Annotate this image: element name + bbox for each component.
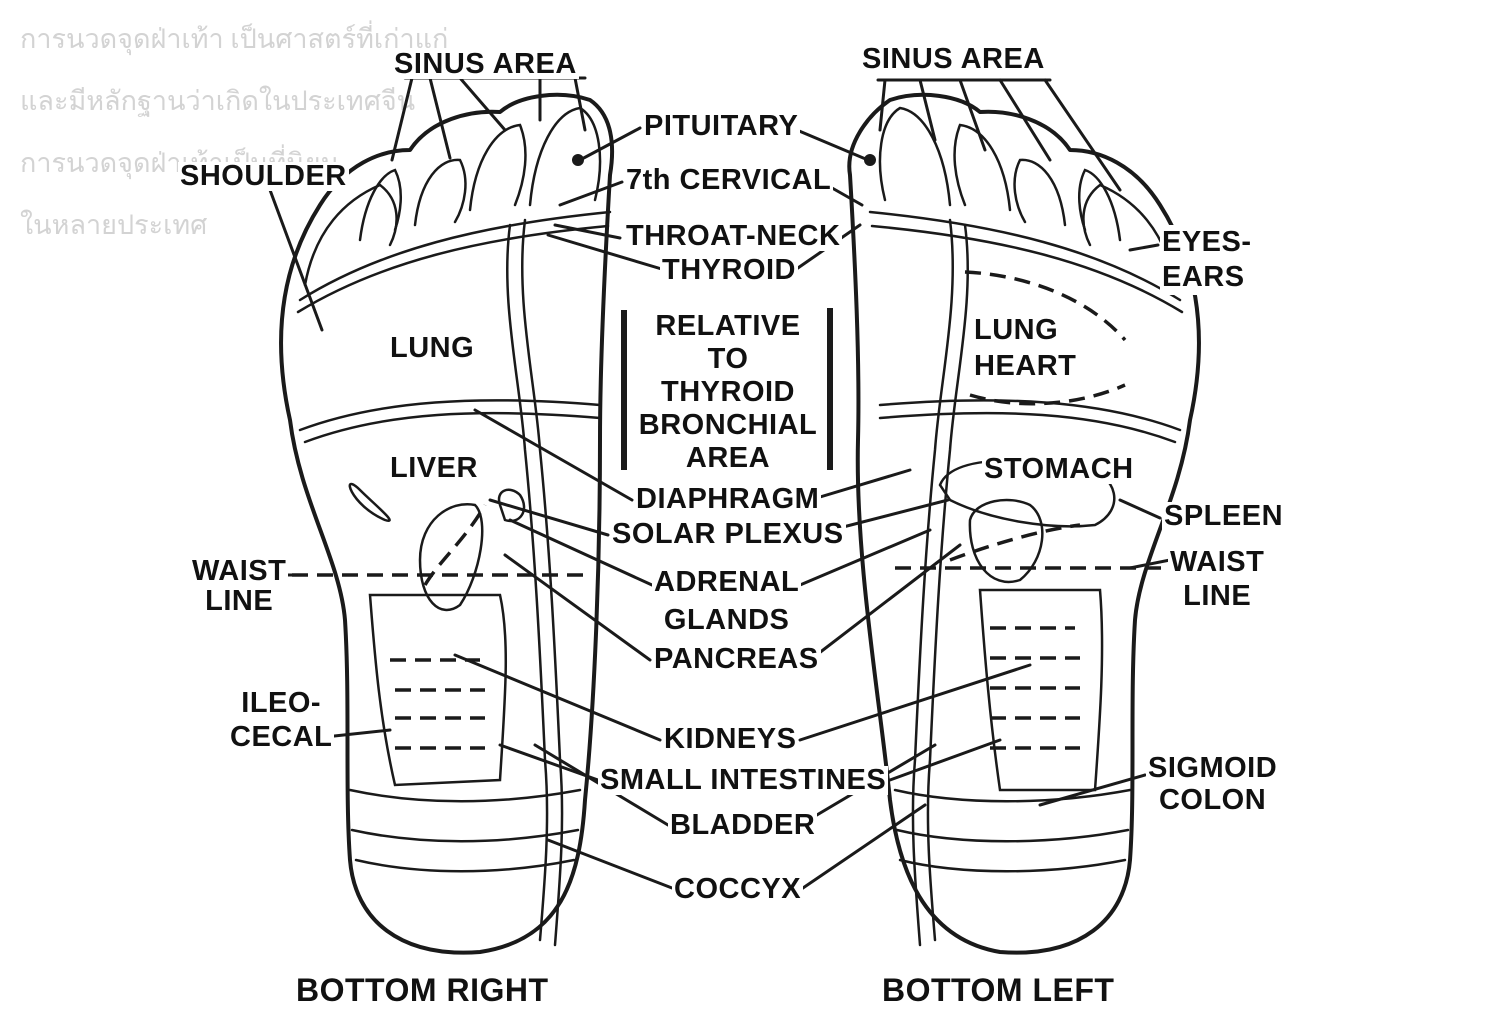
label-lung-heart: LUNG HEART: [972, 312, 1078, 384]
label-relative-line: RELATIVE: [638, 310, 818, 343]
label-colon-line: COLON: [1148, 784, 1277, 816]
label-7th-cervical: 7th CERVICAL: [624, 166, 833, 195]
label-sigmoid-line: SIGMOID: [1148, 752, 1277, 784]
label-waist-line: WAIST: [192, 556, 286, 586]
label-pituitary: PITUITARY: [642, 112, 800, 141]
label-cecal-line: CECAL: [230, 720, 332, 754]
label-eyes-line: EYES-: [1162, 225, 1252, 260]
label-spleen: SPLEEN: [1162, 502, 1285, 531]
label-diaphragm: DIAPHRAGM: [634, 485, 821, 514]
label-liver: LIVER: [388, 454, 480, 483]
label-adrenal-line: ADRENAL: [654, 563, 799, 601]
caption-bottom-right: BOTTOM RIGHT: [294, 974, 551, 1006]
label-small-intestines: SMALL INTESTINES: [598, 766, 888, 795]
label-relative-line: AREA: [638, 442, 818, 475]
label-sinus-area-left: SINUS AREA: [860, 45, 1047, 74]
label-relative-line: THYROID: [638, 376, 818, 409]
left-foot: [849, 95, 1199, 953]
label-relative-to-thyroid: RELATIVE TO THYROID BRONCHIAL AREA: [636, 310, 820, 475]
label-waist-line: LINE: [1170, 579, 1264, 613]
label-adrenal-glands: ADRENAL GLANDS: [652, 563, 801, 639]
label-glands-line: GLANDS: [654, 601, 799, 639]
label-eyes-ears: EYES- EARS: [1160, 225, 1254, 295]
label-sigmoid-colon: SIGMOID COLON: [1146, 752, 1279, 816]
label-pancreas: PANCREAS: [652, 645, 821, 674]
label-lung-right: LUNG: [388, 334, 476, 363]
label-waist-line: WAIST: [1170, 545, 1264, 579]
label-waist-line-right: WAIST LINE: [190, 556, 288, 616]
label-waist-line: LINE: [192, 586, 286, 616]
label-throat-neck: THROAT-NECK: [624, 222, 842, 251]
label-thyroid: THYROID: [660, 256, 798, 285]
right-foot: [281, 95, 612, 953]
label-relative-line: TO: [638, 343, 818, 376]
label-lung-line: LUNG: [974, 312, 1076, 348]
label-coccyx: COCCYX: [672, 875, 803, 904]
label-shoulder: SHOULDER: [178, 162, 349, 191]
label-kidneys: KIDNEYS: [662, 725, 798, 754]
label-heart-line: HEART: [974, 348, 1076, 384]
label-bladder: BLADDER: [668, 811, 817, 840]
label-relative-line: BRONCHIAL: [638, 409, 818, 442]
label-sinus-area-right: SINUS AREA: [392, 50, 579, 79]
label-stomach: STOMACH: [982, 455, 1136, 484]
label-waist-line-left: WAIST LINE: [1168, 545, 1266, 613]
label-solar-plexus: SOLAR PLEXUS: [610, 520, 846, 549]
label-ileo-line: ILEO-: [230, 686, 332, 720]
caption-bottom-left: BOTTOM LEFT: [880, 974, 1116, 1006]
label-ileo-cecal: ILEO- CECAL: [228, 686, 334, 754]
label-ears-line: EARS: [1162, 260, 1252, 295]
